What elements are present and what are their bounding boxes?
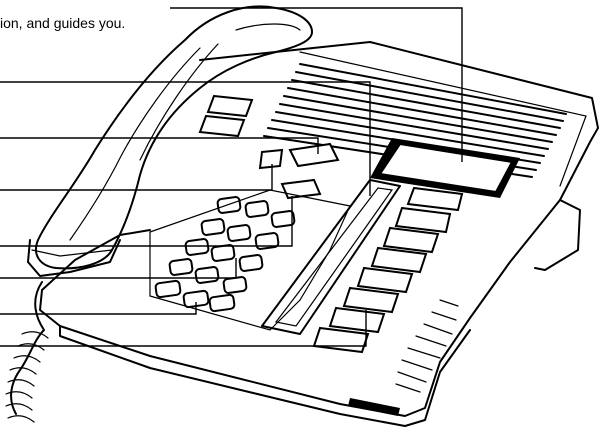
- dial-key-hash[interactable]: [223, 277, 247, 294]
- callout-line-bottom-keys: [0, 302, 196, 314]
- dial-key-extra-3[interactable]: [209, 294, 235, 311]
- callout-line-program-keys: [0, 310, 366, 346]
- dial-key-star[interactable]: [169, 259, 193, 276]
- program-key-3[interactable]: [384, 228, 438, 252]
- program-key-8[interactable]: [314, 328, 368, 352]
- base-foot-pad: [348, 398, 400, 416]
- dial-key-5[interactable]: [227, 225, 251, 242]
- program-key-1[interactable]: [408, 188, 462, 210]
- program-key-4[interactable]: [372, 248, 426, 272]
- upper-slot-2: [200, 116, 244, 136]
- phone-right-foot: [535, 200, 580, 270]
- dial-pad: [155, 197, 295, 312]
- dial-key-extra-1[interactable]: [155, 280, 181, 297]
- bottom-speaker-grille: [396, 300, 458, 392]
- dial-key-4[interactable]: [201, 219, 225, 236]
- dial-key-9[interactable]: [239, 255, 263, 272]
- dial-key-1[interactable]: [217, 197, 241, 214]
- program-key-2[interactable]: [396, 208, 450, 232]
- handset-cradle-lip: [32, 250, 112, 256]
- dial-key-6[interactable]: [255, 233, 279, 250]
- program-key-6[interactable]: [344, 288, 398, 312]
- dial-key-2[interactable]: [245, 201, 269, 218]
- callout-line-feature-small: [0, 164, 272, 190]
- handset-ridge-1: [70, 48, 200, 240]
- handset-ridge-3: [236, 24, 300, 30]
- phone-base-outline: [40, 42, 598, 416]
- handset-ridge-2: [140, 44, 218, 160]
- program-key-5[interactable]: [358, 268, 412, 292]
- feature-key-b[interactable]: [282, 180, 320, 198]
- feature-key-a[interactable]: [290, 144, 338, 166]
- display-screen: [380, 144, 512, 192]
- callout-line-speaker: [0, 82, 370, 196]
- dial-key-8[interactable]: [211, 245, 235, 262]
- dial-key-7[interactable]: [185, 239, 209, 256]
- dial-key-0[interactable]: [195, 267, 219, 284]
- feature-key-small[interactable]: [260, 150, 282, 168]
- program-key-7[interactable]: [330, 308, 384, 332]
- upper-slot-1: [208, 96, 252, 116]
